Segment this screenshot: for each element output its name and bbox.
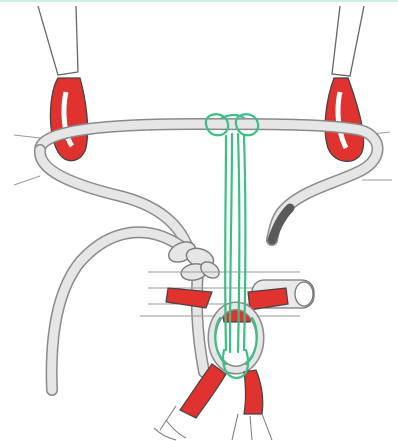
- cord-strand-4: [244, 136, 246, 350]
- right-sling-red-loop: [325, 78, 364, 161]
- harness: [154, 280, 314, 440]
- waist-webbing-left: [166, 288, 212, 308]
- cord-strand-1: [225, 136, 226, 350]
- leg-loop-right-edge-b: [262, 414, 272, 440]
- rope-long-tail: [52, 232, 186, 390]
- right-sling-strap: [332, 6, 364, 76]
- left-sling-tail-line-b: [14, 176, 40, 185]
- cord-wrap-bridge: [222, 115, 244, 118]
- leg-loop-left-outline-a: [166, 420, 186, 438]
- harness-tube-end: [295, 282, 313, 306]
- left-sling-tail-line-a: [14, 135, 40, 138]
- left-anchor-sling: [14, 6, 88, 185]
- leg-loop-right-center: [250, 416, 252, 440]
- leg-loop-left-outline-b: [154, 428, 176, 440]
- leg-loop-left-edge: [160, 406, 176, 430]
- rope-long-tail-outline: [52, 232, 186, 390]
- leg-webbing-right: [244, 370, 263, 414]
- left-sling-red-loop: [50, 78, 87, 161]
- cord-strand-3: [238, 134, 240, 352]
- left-sling-strap: [38, 6, 78, 75]
- leg-loop-right-edge-a: [232, 414, 238, 440]
